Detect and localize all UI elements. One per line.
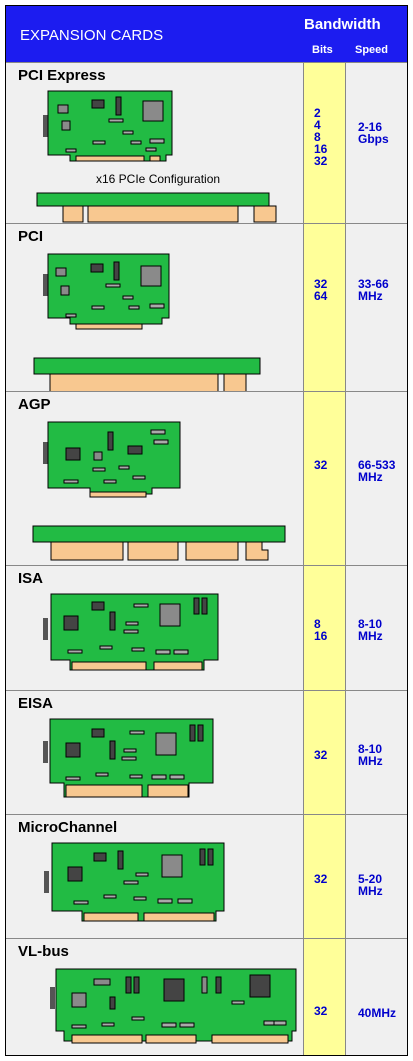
pcie-configuration-note: x16 PCIe Configuration xyxy=(96,172,221,186)
bits-value: 32 64 xyxy=(314,277,328,303)
microchannel-illustration: MicroChannel xyxy=(6,815,303,938)
row-isa: ISA 8 16 8- xyxy=(6,565,407,690)
speed-cell: 5-20 MHz xyxy=(346,815,407,938)
speed-cell: 33-66 MHz xyxy=(346,224,407,391)
speed-value: 33-66 MHz xyxy=(358,277,389,303)
bits-cell: 32 xyxy=(303,815,346,938)
eisa-illustration: EISA xyxy=(6,691,303,814)
bits-value: 32 xyxy=(314,748,328,762)
isa-card-icon xyxy=(43,593,219,671)
bits-cell: 32 64 xyxy=(303,224,346,391)
pci-express-card-icon xyxy=(36,90,277,223)
speed-value: 8-10 MHz xyxy=(358,742,383,768)
row-name: VL-bus xyxy=(18,943,69,960)
speed-cell: 8-10 MHz xyxy=(346,691,407,814)
expansion-cards-table: EXPANSION CARDS Bandwidth Bits Speed PCI… xyxy=(5,5,408,1056)
speed-value: 8-10 MHz xyxy=(358,617,383,643)
bits-cell: 32 xyxy=(303,392,346,565)
speed-value: 66-533 MHz xyxy=(358,458,396,484)
row-name: EISA xyxy=(18,695,54,712)
bits-value: 32 xyxy=(314,872,328,886)
table-header: EXPANSION CARDS Bandwidth Bits Speed xyxy=(6,6,407,62)
row-name: PCI Express xyxy=(18,67,106,84)
speed-value: 5-20 MHz xyxy=(358,872,383,898)
speed-value: 40MHz xyxy=(358,1006,397,1020)
bits-heading: Bits xyxy=(312,44,333,56)
eisa-card-icon xyxy=(43,718,214,798)
pci-card-icon xyxy=(33,253,261,392)
row-name: ISA xyxy=(18,570,44,587)
agp-card-icon xyxy=(32,421,286,561)
table-title: EXPANSION CARDS xyxy=(20,27,164,44)
agp-illustration: AGP xyxy=(6,392,303,565)
row-agp: AGP 32 xyxy=(6,391,407,565)
bits-value: 32 xyxy=(314,1004,328,1018)
vl-bus-card-icon xyxy=(50,968,297,1044)
row-name: MicroChannel xyxy=(18,819,118,836)
speed-cell: 8-10 MHz xyxy=(346,566,407,690)
row-eisa: EISA 32 8-1 xyxy=(6,690,407,814)
row-pci-express: PCI Express xyxy=(6,62,407,223)
bits-value: 2 4 8 16 32 xyxy=(314,106,328,168)
bits-cell: 2 4 8 16 32 xyxy=(303,63,346,223)
bits-value: 32 xyxy=(314,458,328,472)
speed-cell: 66-533 MHz xyxy=(346,392,407,565)
bits-value: 8 16 xyxy=(314,617,328,643)
pci-illustration: PCI xyxy=(6,224,303,392)
isa-illustration: ISA xyxy=(6,566,303,690)
pci-express-illustration: PCI Express xyxy=(6,63,303,223)
bits-cell: 32 xyxy=(303,939,346,1055)
row-name: PCI xyxy=(18,228,44,245)
row-vl-bus: VL-bus xyxy=(6,938,407,1055)
row-name: AGP xyxy=(18,396,51,413)
row-microchannel: MicroChannel 32 5-20 xyxy=(6,814,407,938)
speed-cell: 40MHz xyxy=(346,939,407,1055)
speed-heading: Speed xyxy=(355,44,389,56)
speed-cell: 2-16 Gbps xyxy=(346,63,407,223)
row-pci: PCI 32 64 33-66 MHz xyxy=(6,223,407,392)
bandwidth-heading: Bandwidth xyxy=(304,16,381,33)
microchannel-card-icon xyxy=(44,842,225,922)
bits-cell: 32 xyxy=(303,691,346,814)
vl-bus-illustration: VL-bus xyxy=(6,939,303,1055)
bits-cell: 8 16 xyxy=(303,566,346,690)
speed-value: 2-16 Gbps xyxy=(358,120,389,146)
